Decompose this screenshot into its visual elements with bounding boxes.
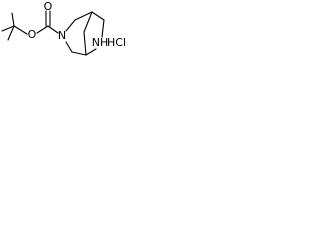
bond-top-bridgehead-to-ring-c1 (91, 11, 105, 21)
bond-n-to-lower-ch2 (65, 41, 73, 53)
bond-carbonyl-to-nitrogen (47, 25, 59, 34)
bond-ring-c1-to-nh (101, 19, 105, 38)
carbamate-group (36, 10, 59, 34)
molecule-drawing: O O N NH HCl (1, 0, 126, 56)
bond-n-to-upper-ch2 (65, 19, 76, 32)
ring-nh-label: NH (92, 36, 109, 49)
hcl-salt-label: HCl (107, 36, 126, 49)
bond-tbu-methyl-left (1, 25, 15, 32)
diazabicycle-ring (65, 11, 105, 56)
bond-tbu-to-oxygen (13, 25, 28, 35)
carbonyl-oxygen-label: O (44, 0, 53, 13)
tert-butyl-group (1, 12, 28, 41)
ring-nitrogen-label: N (58, 29, 66, 42)
bond-bridge-top (83, 11, 93, 33)
bond-tbu-methyl-bottom (7, 25, 15, 41)
bond-bridge-bottom (83, 31, 87, 56)
bond-lower-ch2-to-bottom-bridgehead (71, 51, 87, 56)
bond-upper-ch2-to-top-bridgehead (74, 11, 93, 21)
ester-oxygen-label: O (28, 28, 37, 41)
bond-tbu-methyl-top (11, 12, 15, 27)
structure-diagram: O O N NH HCl (0, 0, 129, 68)
bond-nh-to-bottom-bridgehead (85, 48, 97, 56)
bond-oxygen-to-carbonyl (36, 25, 49, 34)
